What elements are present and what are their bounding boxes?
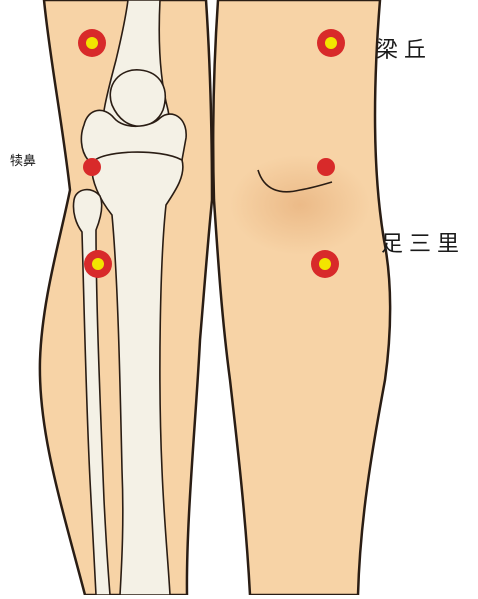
knee-shading [230, 155, 370, 255]
right-leg [213, 0, 390, 595]
zusanli-left-point [84, 250, 112, 278]
dubi-right-point [317, 158, 335, 176]
zusanli-right-point [311, 250, 339, 278]
label-zusanli: 足三里 [381, 234, 465, 256]
dubi-point [83, 158, 101, 176]
liangqiu-left-point [78, 29, 106, 57]
label-liangqiu: 梁丘 [376, 40, 432, 62]
label-dubi: 犊鼻 [10, 155, 36, 168]
liangqiu-right-point [317, 29, 345, 57]
